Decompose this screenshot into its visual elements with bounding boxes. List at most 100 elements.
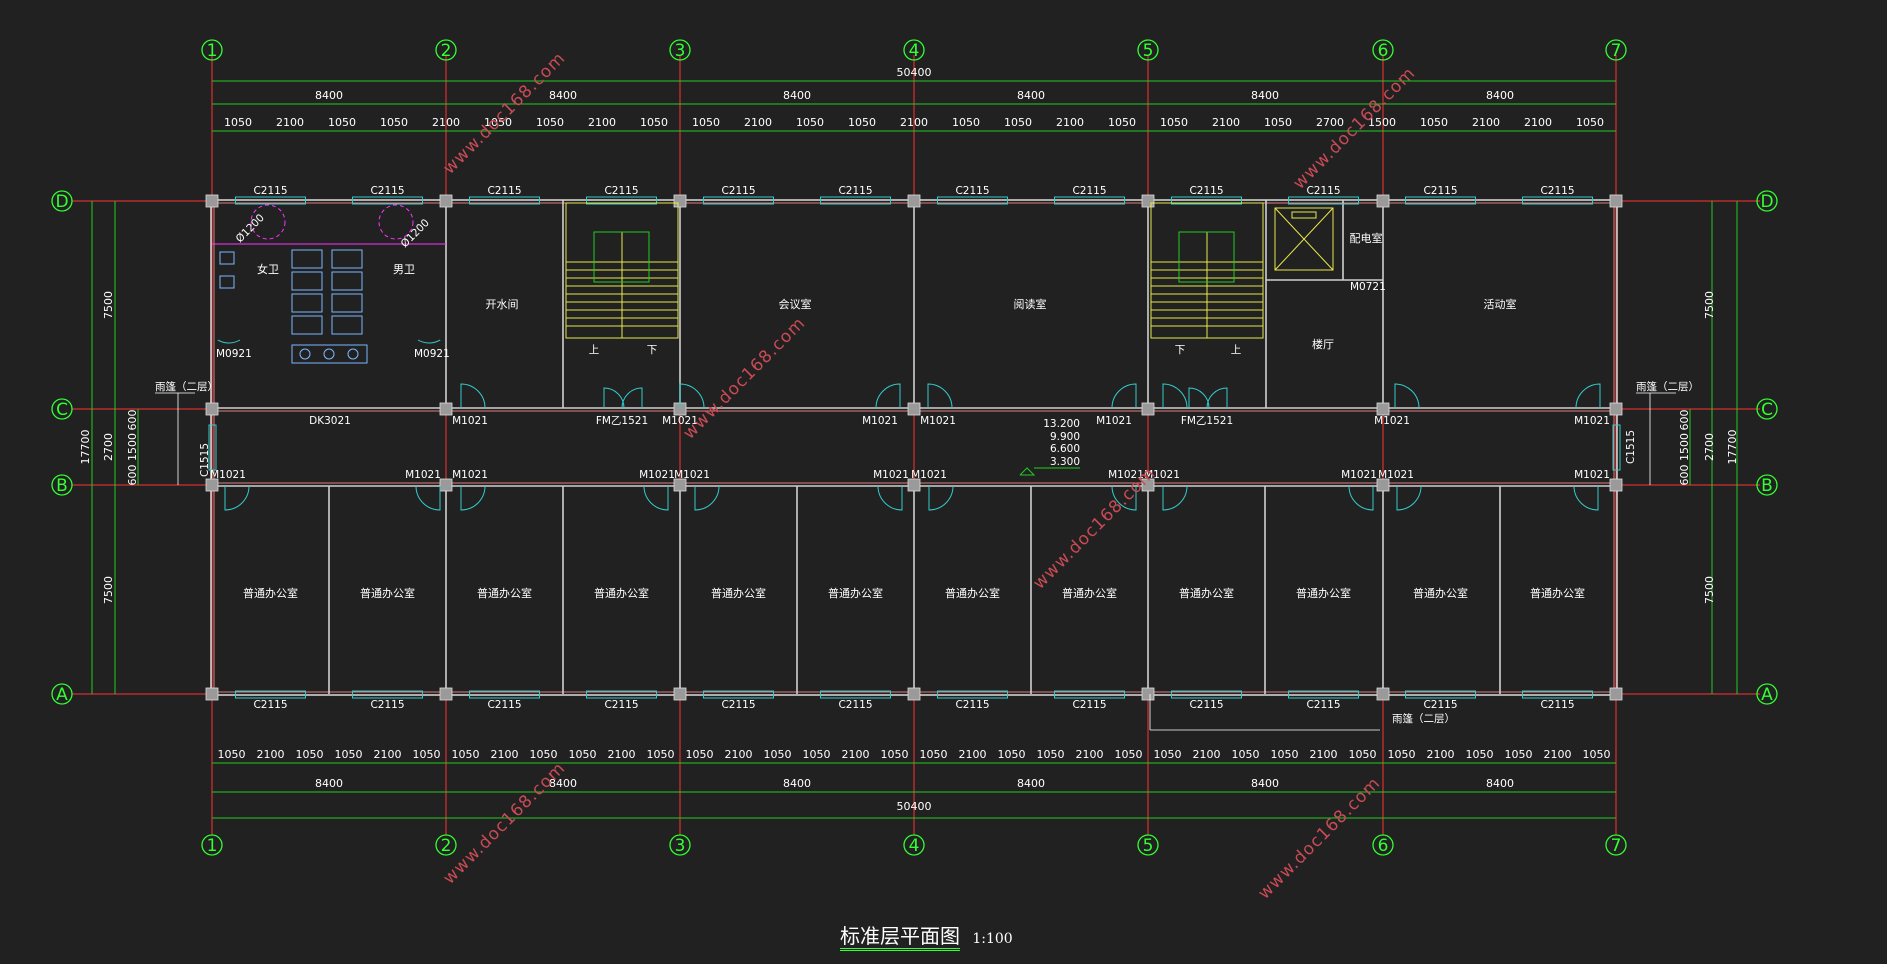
- sub-dimension: 1050: [1576, 116, 1604, 129]
- sub-dimension: 1050: [335, 748, 363, 761]
- door: [643, 485, 669, 511]
- svg-text:8400: 8400: [1017, 777, 1045, 790]
- svg-text:www.doc168.com: www.doc168.com: [439, 758, 569, 888]
- svg-text:B: B: [1761, 476, 1773, 496]
- window-label: C2115: [1540, 699, 1574, 711]
- tag-labels: M0921 M0921 DK3021 FM乙1521 FM乙1521 M0721…: [199, 281, 1637, 481]
- sub-dimension: 2100: [374, 748, 402, 761]
- axis-label: 3: [675, 41, 686, 61]
- door: [415, 485, 441, 511]
- window-top: [937, 196, 1008, 205]
- sub-dimension: 1050: [1004, 116, 1032, 129]
- svg-text:1500: 1500: [1678, 433, 1691, 461]
- room-office: 普通办公室: [243, 586, 298, 600]
- sub-dimension: 1050: [1420, 116, 1448, 129]
- svg-text:www.doc168.com: www.doc168.com: [1289, 63, 1419, 193]
- door-label: M1021: [405, 469, 441, 481]
- sub-dimension: 1050: [224, 116, 252, 129]
- svg-text:FM乙1521: FM乙1521: [596, 415, 648, 427]
- column: [1609, 687, 1623, 701]
- svg-text:下: 下: [1175, 344, 1186, 356]
- window-label: C2115: [1423, 699, 1457, 711]
- column: [1609, 194, 1623, 208]
- axis-label: 6: [1378, 41, 1389, 61]
- elevator: [1274, 207, 1334, 271]
- window-top: [1522, 196, 1593, 205]
- door-label: M1021: [210, 469, 246, 481]
- axis-label: 6: [1378, 836, 1389, 856]
- sub-dimension: 2100: [744, 116, 772, 129]
- window-bottom: [1522, 690, 1593, 699]
- drawing-scale: 1:100: [972, 931, 1013, 947]
- svg-text:8400: 8400: [1251, 89, 1279, 102]
- doors: [217, 339, 1601, 511]
- svg-text:M0921: M0921: [414, 348, 450, 360]
- svg-text:下: 下: [647, 344, 658, 356]
- window-label: C2115: [1423, 185, 1457, 197]
- door: [928, 485, 954, 511]
- sub-dimension: 1050: [1154, 748, 1182, 761]
- axis-label: 5: [1143, 41, 1154, 61]
- room-meeting: 会议室: [779, 297, 812, 311]
- svg-text:www.doc168.com: www.doc168.com: [679, 313, 809, 443]
- room-office: 普通办公室: [711, 586, 766, 600]
- door-label: M1021: [662, 415, 698, 427]
- column: [1141, 478, 1155, 492]
- window-top: [469, 196, 540, 205]
- svg-text:2700: 2700: [102, 433, 115, 461]
- drawing-title-text: 标准层平面图: [840, 924, 960, 951]
- wc-fixtures: [212, 204, 446, 364]
- room-office: 普通办公室: [945, 586, 1000, 600]
- svg-text:C: C: [1761, 400, 1773, 420]
- room-office: 普通办公室: [594, 586, 649, 600]
- svg-text:8400: 8400: [783, 777, 811, 790]
- window-label: C2115: [721, 699, 755, 711]
- door: [1188, 387, 1210, 409]
- sub-dimension: 2100: [959, 748, 987, 761]
- svg-text:FM乙1521: FM乙1521: [1181, 415, 1233, 427]
- svg-text:Ø1200: Ø1200: [399, 217, 432, 250]
- door: [877, 485, 903, 511]
- sub-dimension: 1050: [328, 116, 356, 129]
- svg-text:17700: 17700: [1726, 430, 1739, 465]
- stair-left: [565, 202, 679, 339]
- sub-dimension: 2100: [1524, 116, 1552, 129]
- window-side: [1612, 424, 1621, 471]
- sub-dimension: 2100: [1056, 116, 1084, 129]
- room-office: 普通办公室: [1413, 586, 1468, 600]
- axis-label: 2: [441, 41, 452, 61]
- sub-dimension: 2100: [1427, 748, 1455, 761]
- door-label: M1021: [1108, 469, 1144, 481]
- door: [694, 485, 720, 511]
- door-label: M1021: [452, 469, 488, 481]
- sub-dimension: 2100: [1076, 748, 1104, 761]
- sub-dimension: 2700: [1316, 116, 1344, 129]
- door-label: M1021: [1574, 469, 1610, 481]
- sub-dimension: 1050: [952, 116, 980, 129]
- svg-text:2700: 2700: [1703, 433, 1716, 461]
- door-label: M1021: [920, 415, 956, 427]
- svg-text:D: D: [55, 192, 68, 212]
- column: [1609, 402, 1623, 416]
- svg-text:13.200: 13.200: [1043, 418, 1080, 430]
- sub-dimension: 1050: [1232, 748, 1260, 761]
- sub-dimension: 2100: [432, 116, 460, 129]
- svg-text:D: D: [1760, 192, 1773, 212]
- door: [217, 339, 241, 344]
- window-label: C2115: [1072, 185, 1106, 197]
- svg-text:8400: 8400: [549, 777, 577, 790]
- door-label: M1021: [862, 415, 898, 427]
- room-reading: 阅读室: [1014, 297, 1047, 311]
- axis-label: 7: [1611, 836, 1622, 856]
- sub-dimension: 1050: [686, 748, 714, 761]
- room-office: 普通办公室: [1179, 586, 1234, 600]
- axis-label: 1: [207, 836, 218, 856]
- door: [224, 485, 250, 511]
- column: [1376, 402, 1390, 416]
- window-top: [352, 196, 423, 205]
- svg-text:8400: 8400: [1486, 777, 1514, 790]
- svg-text:9.900: 9.900: [1050, 431, 1080, 443]
- svg-text:C1515: C1515: [1625, 430, 1637, 464]
